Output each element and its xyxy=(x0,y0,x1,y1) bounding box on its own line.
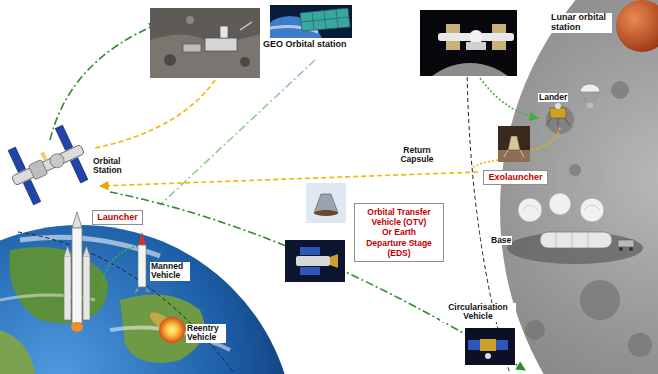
mars xyxy=(616,0,658,52)
caption-label: Lander xyxy=(538,93,568,102)
caption-label: GEO Orbital station xyxy=(262,40,348,50)
reentry-fireball xyxy=(147,309,185,343)
lander-picture xyxy=(546,84,600,126)
caption-label: Circularisation Vehicle xyxy=(440,303,516,322)
moon xyxy=(500,0,658,374)
orbital-station xyxy=(1,122,95,208)
otv-picture xyxy=(285,240,345,282)
asteroid-mining-picture xyxy=(150,8,260,78)
earth xyxy=(0,225,295,374)
lunar-base-picture xyxy=(507,193,643,264)
caption-label: Return Capsule xyxy=(396,146,438,165)
caption-label: Reentry Vehicle xyxy=(186,324,226,343)
caption-label: Lunar orbital station xyxy=(550,13,612,33)
geo-station-picture xyxy=(270,5,352,38)
box-text: Orbital Transfer Vehicle (OTV) xyxy=(364,207,434,227)
caption-label: Orbital Station xyxy=(92,157,130,176)
box-text: Or Earth Departure Stage (EDS) xyxy=(364,227,434,258)
circularisation-vehicle-picture xyxy=(465,328,515,365)
return-capsule-picture xyxy=(306,183,346,223)
caption-label: Manned Vehicle xyxy=(150,262,190,281)
trajectories xyxy=(18,24,560,374)
exolauncher-picture xyxy=(498,126,530,162)
box-text: Exolauncher xyxy=(488,172,543,183)
manned-vehicle-rocket xyxy=(134,232,150,293)
launcher-rocket xyxy=(64,212,90,332)
lunar-station-picture xyxy=(420,10,517,76)
launcher-box: Launcher xyxy=(92,210,143,225)
otv-box: Orbital Transfer Vehicle (OTV)Or Earth D… xyxy=(354,203,444,262)
caption-label: Base xyxy=(490,236,512,245)
box-text: Launcher xyxy=(97,212,138,223)
exolauncher-box: Exolauncher xyxy=(483,170,548,185)
